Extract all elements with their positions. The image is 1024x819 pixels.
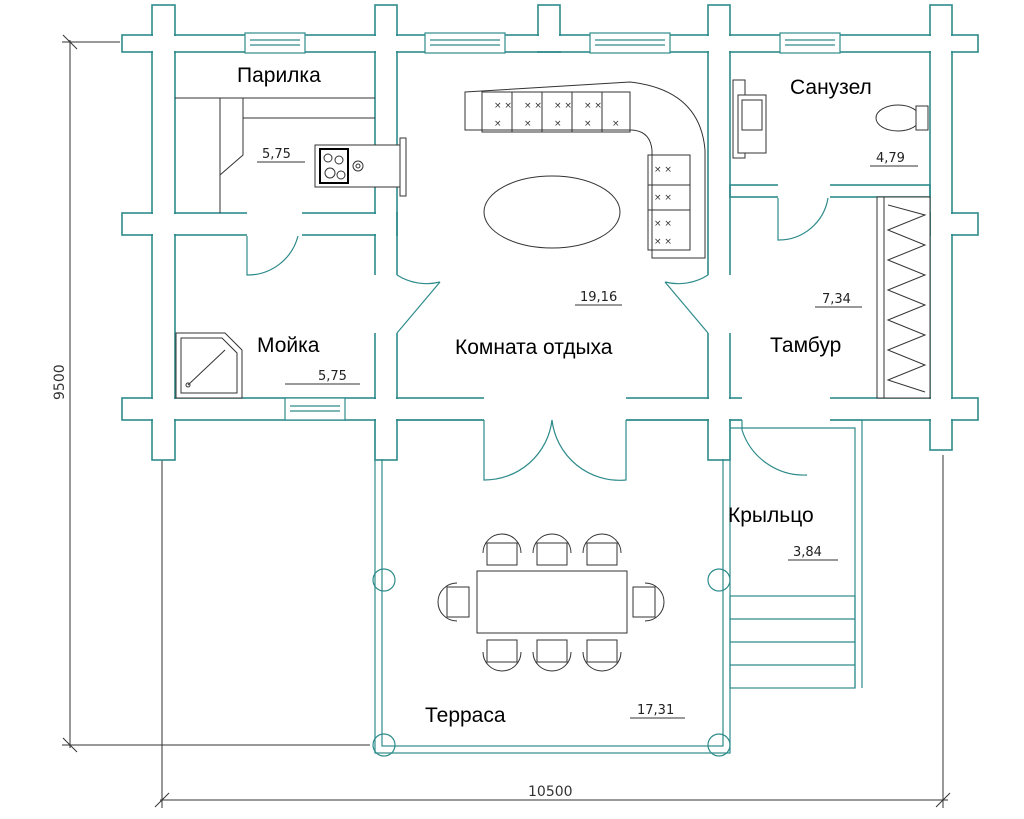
sauna-bench [175,97,375,213]
dimension-height-label: 9500 [52,364,68,400]
chairs [437,533,665,672]
wardrobe-icon [876,196,931,399]
dimension-horizontal [154,455,951,808]
stove-icon [314,137,407,197]
room-area-washroom: 5,75 [318,369,347,384]
room-label-lounge: Комната отдыха [455,336,613,359]
shower-icon [175,332,243,399]
room-label-porch: Крыльцо [728,504,814,527]
room-area-terrace: 17,31 [637,703,674,718]
svg-text:× ×: × × [524,101,542,111]
room-area-bathroom: 4,79 [876,151,905,166]
svg-text:×: × [612,119,620,129]
chair-icon [532,639,572,672]
oval-table-icon [483,175,621,249]
room-label-steam-room: Парилка [237,64,321,87]
chair-icon [632,582,665,622]
svg-text:× ×: × × [554,101,572,111]
svg-text:× ×: × × [654,165,672,175]
chair-icon [532,533,572,566]
svg-text:×: × [584,119,592,129]
chair-icon [437,582,470,622]
sink-icon [732,79,767,159]
dimension-width-label: 10500 [528,784,573,800]
corner-sofa-icon: × × × × × × × × × × × × × × × × × × × × × [464,81,706,259]
svg-text:× ×: × × [584,101,602,111]
svg-text:× ×: × × [654,193,672,203]
svg-text:× ×: × × [654,237,672,247]
chair-icon [582,533,622,566]
room-area-vestibule: 7,34 [822,292,851,307]
dining-table-icon [476,570,628,634]
room-label-vestibule: Тамбур [770,334,841,357]
toilet-icon [875,104,929,132]
room-label-terrace: Терраса [425,704,506,727]
chair-icon [582,639,622,672]
svg-text:×: × [494,119,502,129]
room-label-bathroom: Санузел [790,76,872,99]
chair-icon [482,639,522,672]
room-area-steam-room: 5,75 [262,147,291,162]
walls [121,4,979,481]
dimension-vertical [62,34,370,753]
porch-stairs [729,595,856,689]
svg-text:×: × [554,119,562,129]
svg-text:× ×: × × [654,219,672,229]
room-area-lounge: 19,16 [580,290,617,305]
chair-icon [482,533,522,566]
room-area-porch: 3,84 [793,545,822,560]
svg-text:× ×: × × [494,101,512,111]
svg-text:×: × [524,119,532,129]
room-label-washroom: Мойка [257,334,320,357]
